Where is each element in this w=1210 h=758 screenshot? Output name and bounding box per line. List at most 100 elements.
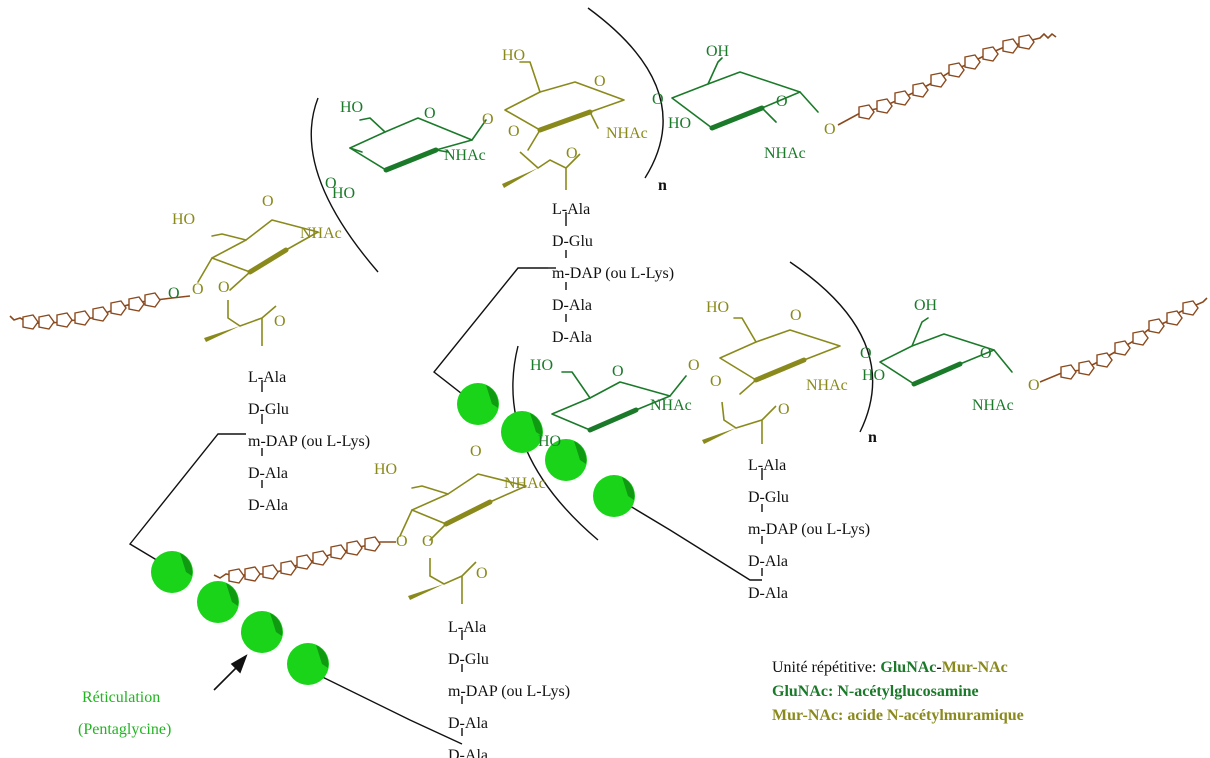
glycine-bead-shade [270, 613, 283, 636]
peptide-residue: L-Ala [748, 457, 786, 474]
crosslink-line-mid-end [619, 499, 762, 581]
repeat-index-top: n [658, 177, 667, 194]
peptide-residue: D-Ala [748, 553, 788, 570]
chain-ring-icon [128, 296, 145, 312]
chain-ring-icon [930, 72, 947, 88]
label-ho-9: HO [862, 367, 885, 384]
label-o-link-3: O [652, 91, 664, 108]
glycine-bead [241, 611, 283, 653]
label-o-5: O [192, 281, 204, 298]
glycine-bead [151, 551, 193, 593]
chain-ring-icon [22, 314, 39, 330]
peptide-residue: D-Glu [552, 233, 593, 250]
glycine-bead [593, 475, 635, 517]
legend: Unité répétitive: GluNAc-Mur-NAc GluNAc:… [772, 659, 1024, 724]
glcnac-ring-top-right [671, 57, 819, 131]
peptide-residue: D-Glu [448, 651, 489, 668]
peptide-residue: D-Ala [448, 747, 488, 758]
label-o-link-7: O [860, 345, 872, 362]
methyl-wedge-mid [702, 428, 736, 444]
glycine-bead-shade [574, 441, 587, 464]
chain-ring-icon [92, 306, 109, 322]
glycine-bead-shade [622, 477, 635, 500]
label-ho-3: HO [502, 47, 525, 64]
label-o-link-4: O [824, 121, 836, 138]
crosslink-label-line1: Réticulation [82, 689, 160, 706]
peptide-residue: D-Ala [448, 715, 488, 732]
murnac-ring-bottom [399, 473, 527, 541]
lactyl-mid [721, 401, 777, 444]
methyl-wedge-bottom [408, 584, 444, 600]
label-ho-7: HO [538, 433, 561, 450]
label-nhac-5: NHAc [650, 397, 692, 414]
label-o-8: O [396, 533, 408, 550]
glcnac-ring-mid [551, 371, 687, 433]
label-ho-5: HO [172, 211, 195, 228]
legend-line-2: GluNAc: N-acétylglucosamine [772, 683, 979, 700]
chain-ring-icon [244, 566, 261, 582]
murnac-ring-mid [719, 317, 841, 395]
label-nhac-6: NHAc [806, 377, 848, 394]
peptide-residue: m-DAP (ou L-Lys) [448, 683, 570, 700]
label-o-ring-5: O [612, 363, 624, 380]
label-o-carbonyl-2: O [274, 313, 286, 330]
chain-ring-icon [1114, 340, 1131, 356]
glycine-bead-shade [316, 645, 329, 668]
label-o-link-6: O [688, 357, 700, 374]
label-o-link-1: O [325, 175, 337, 192]
glycine-bead-shade [180, 553, 193, 576]
label-o-ring-6: O [790, 307, 802, 324]
chain-ring-icon [858, 104, 875, 120]
label-ho-1: HO [340, 99, 363, 116]
crosslink-line-top [433, 267, 548, 409]
peptide-residue: D-Glu [748, 489, 789, 506]
legend-line-1: Unité répétitive: GluNAc-Mur-NAc [772, 659, 1008, 676]
chain-ring-icon [1182, 300, 1199, 316]
chain-ring-icon [912, 82, 929, 98]
glycine-bead-shade [486, 385, 499, 408]
label-ho-4: HO [668, 115, 691, 132]
label-ho-6: HO [530, 357, 553, 374]
glycine-bead-shade [530, 413, 543, 436]
label-o-7: O [710, 373, 722, 390]
murnac-ring-top [504, 61, 625, 151]
chain-ring-icon [1132, 330, 1149, 346]
murnac-ring-left [197, 219, 319, 291]
label-o-link-2: O [482, 111, 494, 128]
glcnac-ring-top-left [349, 117, 487, 173]
bracket-right-bottom [789, 261, 874, 433]
label-o-carbonyl-3: O [778, 401, 790, 418]
glcnac-ring-right [879, 317, 1013, 387]
peptide-residue: D-Ala [552, 297, 592, 314]
peptide-residue: m-DAP (ou L-Lys) [552, 265, 674, 282]
peptide-residue: D-Glu [248, 401, 289, 418]
chain-ring-icon [948, 62, 965, 78]
label-ho-2: HO [332, 185, 355, 202]
label-o-ring-2: O [594, 73, 606, 90]
legend-dash: - [936, 659, 941, 676]
crosslink-line-left [128, 433, 246, 563]
chain-ring-icon [1018, 34, 1035, 50]
chain-ring-icon [74, 310, 91, 326]
chain-ring-icon [364, 536, 381, 552]
pentaglycine-beads [151, 383, 635, 685]
label-nhac-8: NHAc [504, 475, 546, 492]
chain-ring-icon [1002, 38, 1019, 54]
chain-ring-icon [1060, 364, 1077, 380]
label-o-ring-4: O [262, 193, 274, 210]
legend-murnac: Mur-NAc [942, 659, 1008, 676]
methyl-wedge-top [502, 168, 538, 188]
peptide-residue: m-DAP (ou L-Lys) [248, 433, 370, 450]
label-o-ring-7: O [980, 345, 992, 362]
chain-ring-glyphs [22, 34, 1199, 584]
glycine-bead [457, 383, 499, 425]
chain-ring-icon [982, 46, 999, 62]
label-o-carbonyl-1: O [566, 145, 578, 162]
peptide-residue: m-DAP (ou L-Lys) [748, 521, 870, 538]
chain-ring-icon [312, 550, 329, 566]
chain-ring-icon [964, 54, 981, 70]
